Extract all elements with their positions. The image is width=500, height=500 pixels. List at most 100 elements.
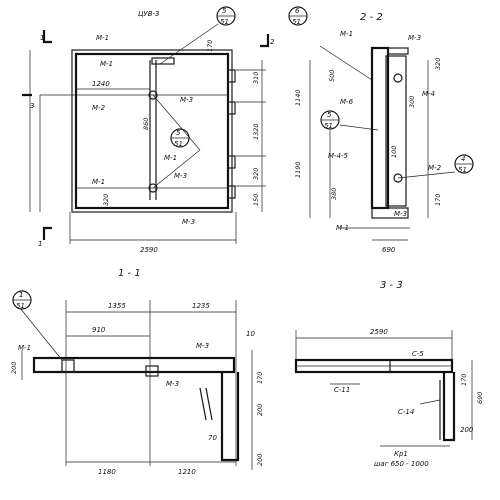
plan-leader — [159, 23, 219, 65]
s33-note-bottom: шаг 650 - 1000 — [374, 460, 429, 468]
section-2-2: 2 - 2 6 51 5 51 4 51 690 М-1 М-3 М-4 М-6 — [288, 6, 474, 254]
plan-node — [148, 90, 158, 100]
s22-callout-c-sheet: 51 — [458, 166, 467, 174]
plan-vdim: 150 — [252, 194, 260, 206]
plan-vdim: 860 — [142, 118, 150, 130]
section-mark: 3 — [30, 102, 34, 110]
s11-vdim: 200 — [256, 454, 264, 466]
s22-callout-b-sheet: 51 — [324, 122, 333, 130]
plan-callout-a-sheet: 51 — [220, 18, 229, 26]
section-mark: 1 — [38, 240, 42, 248]
s11-callout-num: 1 — [19, 291, 23, 299]
s11-mark: М-3 — [166, 380, 179, 388]
s11-dim: 1180 — [98, 468, 116, 476]
plan-mark: М-1 — [164, 154, 177, 162]
s33-post — [442, 372, 456, 442]
s33-dim-2590: 2590 — [370, 328, 388, 336]
s11-dim: 1210 — [178, 468, 196, 476]
plan-notch — [227, 101, 236, 115]
section-1-1: 1 - 1 1 51 1355 1235 910 1180 1210 М-1 М… — [10, 268, 264, 476]
s11-vdim: 170 — [256, 372, 264, 384]
section-cut-mark — [260, 34, 270, 48]
plan-mark: М-1 — [100, 60, 113, 68]
s22-dim-690: 690 — [382, 246, 396, 254]
s33-leader — [419, 399, 441, 405]
plan-outer-wall — [71, 49, 233, 213]
s22-base — [371, 207, 409, 219]
s22-leader — [319, 45, 373, 81]
s22-vdim: 300 — [408, 96, 416, 108]
plan-vdim: 320 — [252, 168, 260, 180]
plan-callout-b-num: 5 — [176, 129, 181, 137]
plan-notch — [227, 69, 236, 83]
s22-leader — [339, 124, 379, 131]
plan-view: ЦУВ-3 5 51 5 51 1240 2590 М-1 М-1 М-2 М-… — [22, 6, 275, 254]
s22-mark: М-4 — [422, 90, 435, 98]
plan-vdim: 170 — [206, 40, 214, 52]
s22-mark: М-1 — [340, 30, 353, 38]
plan-node — [148, 183, 158, 193]
s22-mark: М-2 — [428, 164, 442, 172]
s22-callout-c-num: 4 — [461, 155, 465, 163]
s22-callout-a-sheet: 51 — [292, 18, 301, 26]
s22-mark: М-3 — [394, 210, 407, 218]
s22-callout-b-num: 5 — [327, 111, 332, 119]
s11-dim: 1235 — [192, 302, 210, 310]
plan-plate — [151, 57, 175, 65]
s11-vdim: 70 — [208, 434, 217, 442]
s33-mark: С-5 — [412, 350, 424, 358]
s22-cap — [387, 47, 409, 55]
s22-vdim: 1140 — [294, 89, 302, 106]
plan-vdim: 1320 — [252, 123, 260, 140]
plan-top-label: ЦУВ-3 — [138, 10, 159, 18]
s22-leader — [397, 171, 456, 179]
s22-mark: М-6 — [340, 98, 354, 106]
plan-leader — [152, 94, 201, 151]
plan-inner-wall — [74, 52, 230, 210]
s11-mark: М-3 — [196, 342, 209, 350]
plan-callout-b-sheet: 51 — [174, 140, 183, 148]
s11-mark: М-1 — [18, 344, 31, 352]
s22-vdim: 320 — [434, 58, 442, 70]
plan-mark: М-1 — [96, 34, 109, 42]
plan-mark: М-3 — [174, 172, 187, 180]
s33-vdim: 170 — [460, 374, 468, 386]
s11-vdim: 10 — [246, 330, 255, 338]
s22-node — [393, 173, 403, 183]
s22-vdim: 380 — [330, 188, 338, 200]
section-1-1-title: 1 - 1 — [118, 268, 141, 279]
plan-notch — [227, 185, 236, 199]
s11-post — [220, 372, 240, 462]
s11-callout-sheet: 51 — [16, 302, 25, 310]
s11-beam — [32, 356, 236, 374]
s22-vdim: 1190 — [294, 161, 302, 178]
plan-mark: М-3 — [182, 218, 195, 226]
section-3-3-title: 3 - 3 — [380, 280, 403, 291]
s11-leader — [19, 307, 63, 361]
s11-plate — [145, 365, 159, 377]
s11-brace — [205, 387, 213, 421]
s22-callout-a-num: 6 — [295, 7, 300, 15]
s22-node — [393, 73, 403, 83]
s22-mark: М-1 — [336, 224, 349, 232]
plan-vdim: 320 — [102, 194, 110, 206]
s11-cap — [61, 359, 75, 373]
s33-note-top: Кр1 — [394, 450, 408, 458]
s22-mark: М-3 — [408, 34, 421, 42]
s33-vdim: 200 — [460, 426, 474, 434]
section-cut-mark — [42, 30, 52, 44]
s22-vdim: 100 — [390, 146, 398, 158]
plan-notch — [227, 155, 236, 169]
plan-dim-1240: 1240 — [92, 80, 110, 88]
s11-brace — [199, 387, 207, 421]
plan-mark: М-1 — [92, 178, 105, 186]
plan-callout-a-num: 5 — [222, 7, 227, 15]
section-mark: 2 — [270, 38, 275, 46]
section-2-2-title: 2 - 2 — [360, 12, 383, 23]
s22-mark: М-4-5 — [328, 152, 349, 160]
s22-vdim: 500 — [328, 70, 336, 82]
section-mark: 1 — [40, 34, 44, 42]
s22-vdim: 170 — [434, 194, 442, 206]
s11-vdim: 200 — [256, 404, 264, 416]
